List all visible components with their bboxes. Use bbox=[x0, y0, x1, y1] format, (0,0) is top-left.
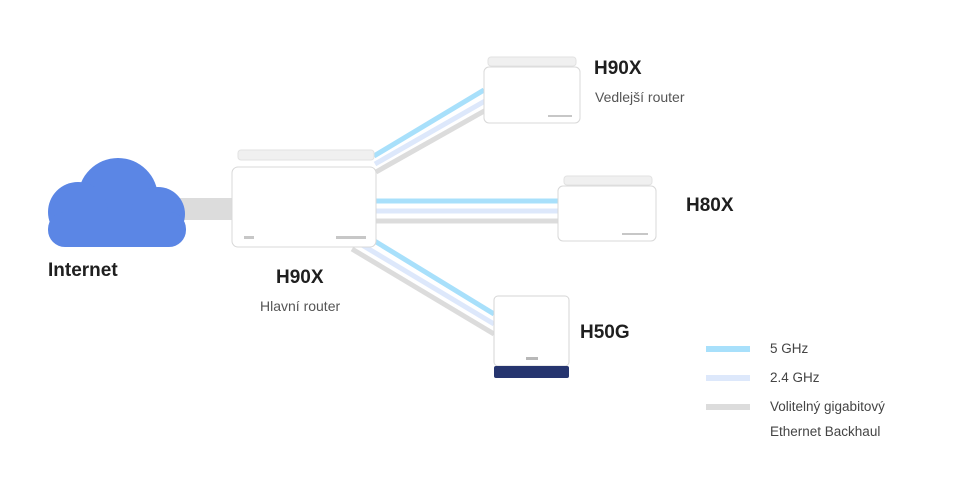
internet-wan-link bbox=[178, 198, 236, 220]
legend-label-ethernet: Volitelný gigabitový bbox=[770, 399, 885, 414]
ethernet-line bbox=[350, 246, 496, 337]
satellite-h90x-role-label: Vedlejší router bbox=[595, 89, 685, 105]
link-main-to-h50g bbox=[350, 237, 496, 337]
legend-label-24ghz: 2.4 GHz bbox=[770, 370, 820, 385]
band-24ghz-line bbox=[360, 242, 496, 327]
link-main-to-h90x-satellite bbox=[372, 87, 488, 175]
h50g-model-label: H50G bbox=[580, 322, 630, 343]
link-main-to-h80x bbox=[376, 198, 560, 224]
ethernet-line bbox=[374, 107, 488, 175]
satellite-h90x-model-label: H90X bbox=[594, 58, 642, 79]
band-5ghz-line bbox=[372, 87, 486, 159]
legend-label-ethernet-line2: Ethernet Backhaul bbox=[770, 424, 881, 439]
main-router-model-label: H90X bbox=[276, 267, 324, 288]
satellite-h90x-device-icon bbox=[483, 56, 581, 124]
main-router-role-label: Hlavní router bbox=[260, 298, 341, 314]
main-router-device-icon bbox=[231, 149, 377, 248]
h80x-device-icon bbox=[557, 175, 657, 242]
band-5ghz-line bbox=[371, 237, 496, 317]
legend-swatch-24ghz bbox=[706, 375, 750, 381]
band-24ghz-line bbox=[373, 98, 487, 167]
legend-swatch-ethernet bbox=[706, 404, 750, 410]
h80x-model-label: H80X bbox=[686, 195, 734, 216]
internet-label: Internet bbox=[48, 260, 118, 281]
legend-label-5ghz: 5 GHz bbox=[770, 341, 809, 356]
cloud-icon bbox=[48, 158, 186, 247]
legend-swatch-5ghz bbox=[706, 346, 750, 352]
h50g-device-icon bbox=[493, 295, 570, 378]
